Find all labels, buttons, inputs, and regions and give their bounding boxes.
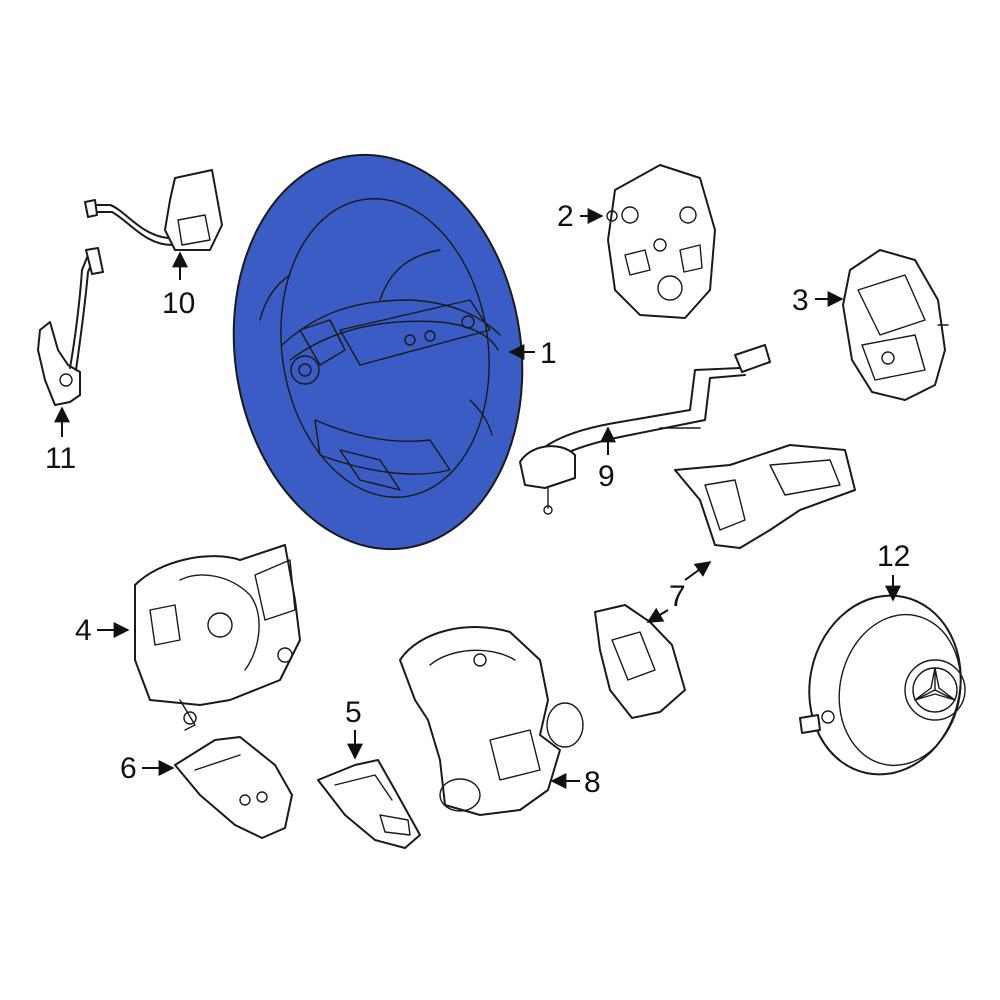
steering-wheel-part[interactable] xyxy=(209,136,547,568)
column-switch-housing-part[interactable] xyxy=(134,544,301,731)
star-emblem-icon xyxy=(914,667,956,701)
callout-1: 1 xyxy=(508,337,557,370)
switch-assembly-part[interactable] xyxy=(399,626,584,816)
callout-label-5: 5 xyxy=(345,696,362,729)
callout-2: 2 xyxy=(557,200,604,233)
callout-11: 11 xyxy=(45,406,76,475)
trim-cover-small-part[interactable] xyxy=(317,759,421,849)
callout-4: 4 xyxy=(75,614,130,647)
callout-12: 12 xyxy=(877,540,910,602)
wiring-harness-part[interactable] xyxy=(519,344,771,515)
callout-6: 6 xyxy=(120,752,175,785)
callout-label-9: 9 xyxy=(598,460,615,493)
callout-label-10: 10 xyxy=(162,287,195,320)
control-module-part[interactable] xyxy=(842,249,949,401)
callout-8: 8 xyxy=(550,766,601,799)
airbag-module-part[interactable] xyxy=(793,581,977,788)
callout-label-3: 3 xyxy=(792,284,809,317)
callout-label-12: 12 xyxy=(877,540,910,573)
shift-paddle-part[interactable] xyxy=(37,247,104,406)
trim-cover-lower-part[interactable] xyxy=(174,736,293,839)
callout-10: 10 xyxy=(162,251,195,320)
callout-3: 3 xyxy=(792,284,844,317)
callout-label-8: 8 xyxy=(584,766,601,799)
callout-9: 9 xyxy=(598,426,616,493)
callout-label-11: 11 xyxy=(45,442,76,475)
callout-label-1: 1 xyxy=(540,337,557,370)
callout-label-4: 4 xyxy=(75,614,92,647)
callout-label-6: 6 xyxy=(120,752,137,785)
callout-5: 5 xyxy=(345,696,363,760)
callout-label-7: 7 xyxy=(669,580,686,613)
callout-7: 7 xyxy=(646,561,712,623)
rear-cover-plate-part[interactable] xyxy=(606,164,716,319)
switch-panel-part[interactable] xyxy=(594,444,856,719)
callout-label-2: 2 xyxy=(557,200,574,233)
sensor-with-cable-part[interactable] xyxy=(84,169,223,251)
